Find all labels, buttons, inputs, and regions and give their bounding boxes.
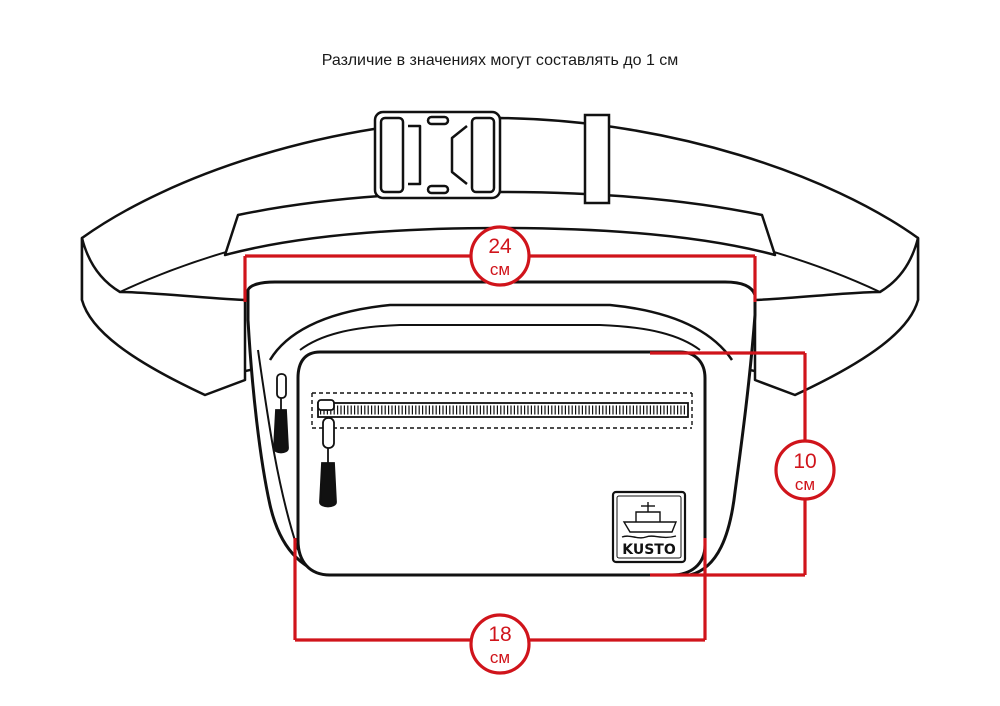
logo-patch: KUSTO: [611, 490, 687, 564]
ship-icon: [621, 502, 678, 539]
dimension-height: [650, 351, 836, 577]
width-bottom-unit: см: [490, 648, 510, 667]
strap-loop: [583, 113, 611, 205]
zipper: [317, 402, 689, 418]
note-caption: Различие в значениях могут составлять до…: [321, 52, 679, 69]
dimension-badge-height: [774, 439, 836, 501]
zipper-pull-front: [317, 399, 337, 508]
width-top-value: 24: [488, 235, 512, 258]
logo-text: KUSTO: [622, 542, 676, 558]
height-value: 10: [793, 450, 816, 473]
width-bottom-value: 18: [488, 623, 511, 646]
dimension-badge-width-bottom: [469, 613, 531, 675]
height-unit: см: [795, 475, 815, 494]
zipper-pull-left: [273, 373, 289, 454]
dimension-width-bottom: [293, 538, 707, 675]
dimension-width-top: [243, 225, 757, 302]
width-top-unit: см: [490, 260, 510, 279]
dimension-badge-width-top: [469, 225, 531, 287]
buckle: [373, 110, 502, 200]
